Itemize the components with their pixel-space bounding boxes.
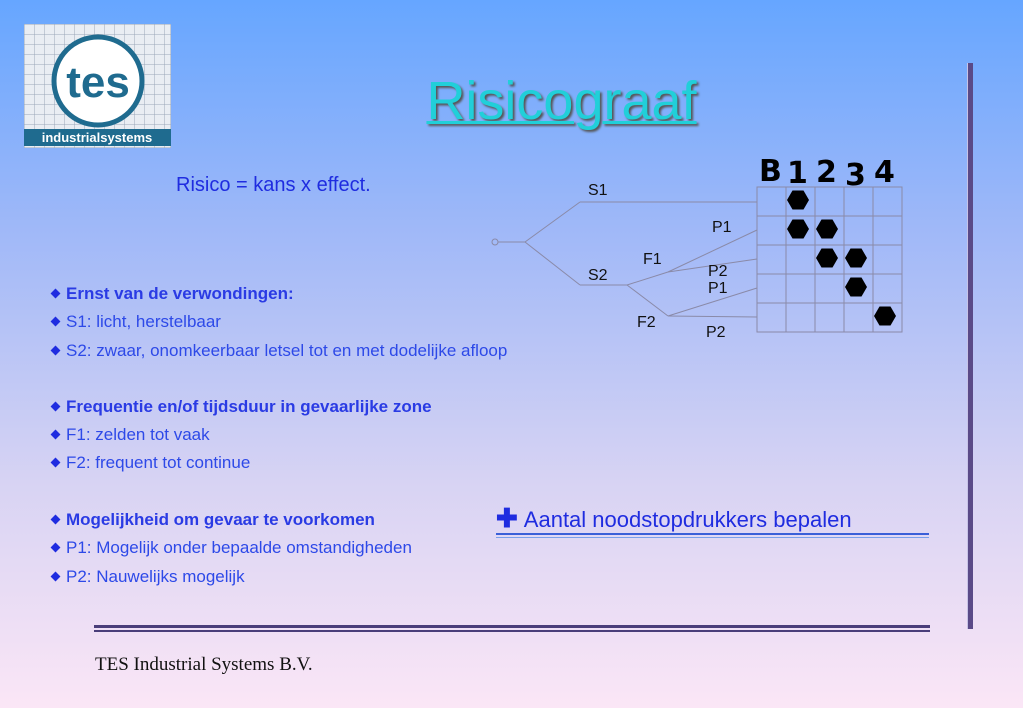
grid-cell [785,273,816,304]
grid-header-3: 3 [845,158,866,193]
risk-matrix-grid [756,186,903,333]
bullet-item: F2: frequent tot continue [50,453,250,473]
grid-header-b: B [759,154,782,189]
footer-company: TES Industrial Systems B.V. [95,654,313,675]
grid-cell [785,302,816,333]
grid-cell [814,273,845,304]
action-note: ✚Aantal noodstopdrukkers bepalen [496,503,852,534]
action-text: Aantal noodstopdrukkers bepalen [523,507,852,532]
bullet-item: Ernst van de verwondingen: [50,284,294,304]
grid-cell [843,215,874,246]
grid-cell [756,302,787,333]
grid-cell [843,302,874,333]
grid-cell [756,244,787,275]
grid-cell [872,244,903,275]
grid-cell [756,215,787,246]
hexagon-marker-icon [845,277,867,297]
vertical-divider [967,63,973,629]
grid-cell [756,186,787,217]
grid-header-4: 4 [874,155,895,190]
grid-header-1: 1 [787,156,808,191]
bullet-item: S2: zwaar, onomkeerbaar letsel tot en me… [50,341,507,361]
grid-cell [872,273,903,304]
grid-cell [872,186,903,217]
bullet-item: P1: Mogelijk onder bepaalde omstandighed… [50,538,412,558]
grid-cell [872,302,903,333]
branch-label-f1: F1 [643,251,662,268]
branch-label-s2: S2 [588,267,608,284]
logo-text: tes [66,58,130,107]
branch-label-p2-upper: P2 [708,263,728,280]
action-underline [496,533,929,535]
footer-divider-bottom [94,630,930,632]
hexagon-marker-icon [787,190,809,210]
bullet-item: F1: zelden tot vaak [50,425,210,445]
risk-formula: Risico = kans x effect. [176,174,371,196]
grid-cell [814,186,845,217]
bullet-item: Mogelijkheid om gevaar te voorkomen [50,510,375,530]
bullet-item: P2: Nauwelijks mogelijk [50,567,245,587]
bullet-item: Frequentie en/of tijdsduur in gevaarlijk… [50,397,432,417]
branch-label-p2-lower: P2 [706,324,726,341]
grid-cell [814,302,845,333]
bullet-item: S1: licht, herstelbaar [50,312,221,332]
grid-cell [785,244,816,275]
grid-header-2: 2 [816,155,837,190]
grid-cell [756,273,787,304]
decision-tree-lines [491,201,758,318]
hexagon-marker-icon [816,219,838,239]
branch-label-f2: F2 [637,314,656,331]
tes-logo: tes industrialsystems [24,24,171,148]
grid-cell [872,215,903,246]
branch-label-p1-upper: P1 [712,219,732,236]
branch-label-p1-lower: P1 [708,280,728,297]
page-title: Risicograaf [426,71,697,131]
plus-icon: ✚ [496,503,518,533]
footer-divider-top [94,625,930,628]
logo-banner: industrialsystems [42,130,153,145]
hexagon-marker-icon [845,248,867,268]
action-underline-light [496,537,929,538]
branch-label-s1: S1 [588,182,608,199]
hexagon-marker-icon [816,248,838,268]
hexagon-marker-icon [874,306,896,326]
hexagon-marker-icon [787,219,809,239]
